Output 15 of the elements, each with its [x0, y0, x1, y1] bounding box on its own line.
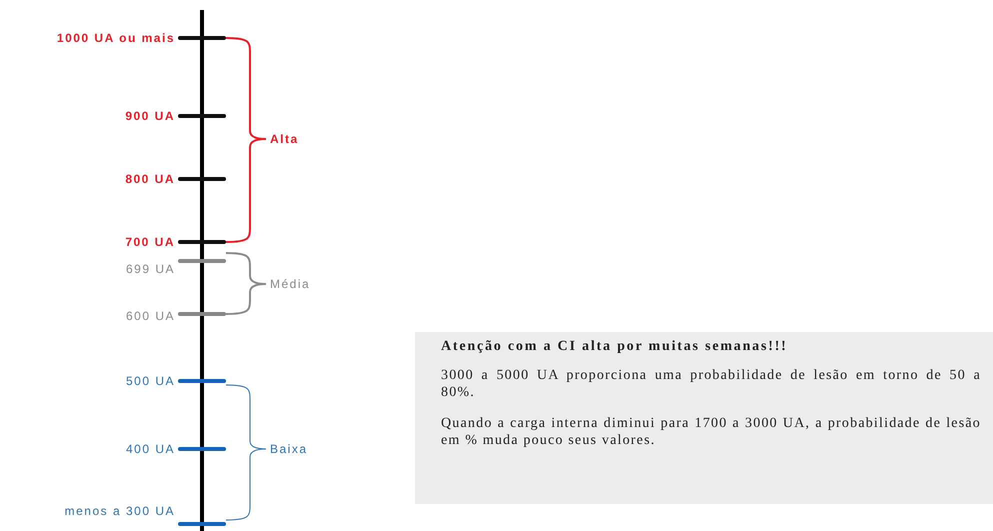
scale-value: 400 UA [126, 442, 175, 456]
note-paragraph: 3000 a 5000 UA proporciona uma probabilidade de lesão em torno de 50 a 80%. [441, 367, 981, 401]
scale-value: 900 UA [125, 109, 175, 123]
scale-value: 500 UA [126, 374, 175, 388]
note-paragraph: Quando a carga interna diminui para 1700 a 3000 UA, a probabilidade de lesão em % muda pouco seus valores. [441, 415, 981, 449]
scale-value: 800 UA [125, 172, 175, 186]
range-label: Alta [270, 132, 299, 146]
scale-value: 700 UA [125, 235, 175, 249]
scale-value: menos a 300 UA [64, 504, 175, 518]
range-label: Baixa [270, 442, 308, 456]
range-label: Média [270, 277, 310, 291]
scale-value: 1000 UA ou mais [56, 31, 175, 45]
note-heading: Atenção com a CI alta por muitas semanas!!! [441, 338, 789, 355]
scale-value: 699 UA [126, 262, 175, 276]
scale-value: 600 UA [126, 309, 175, 323]
